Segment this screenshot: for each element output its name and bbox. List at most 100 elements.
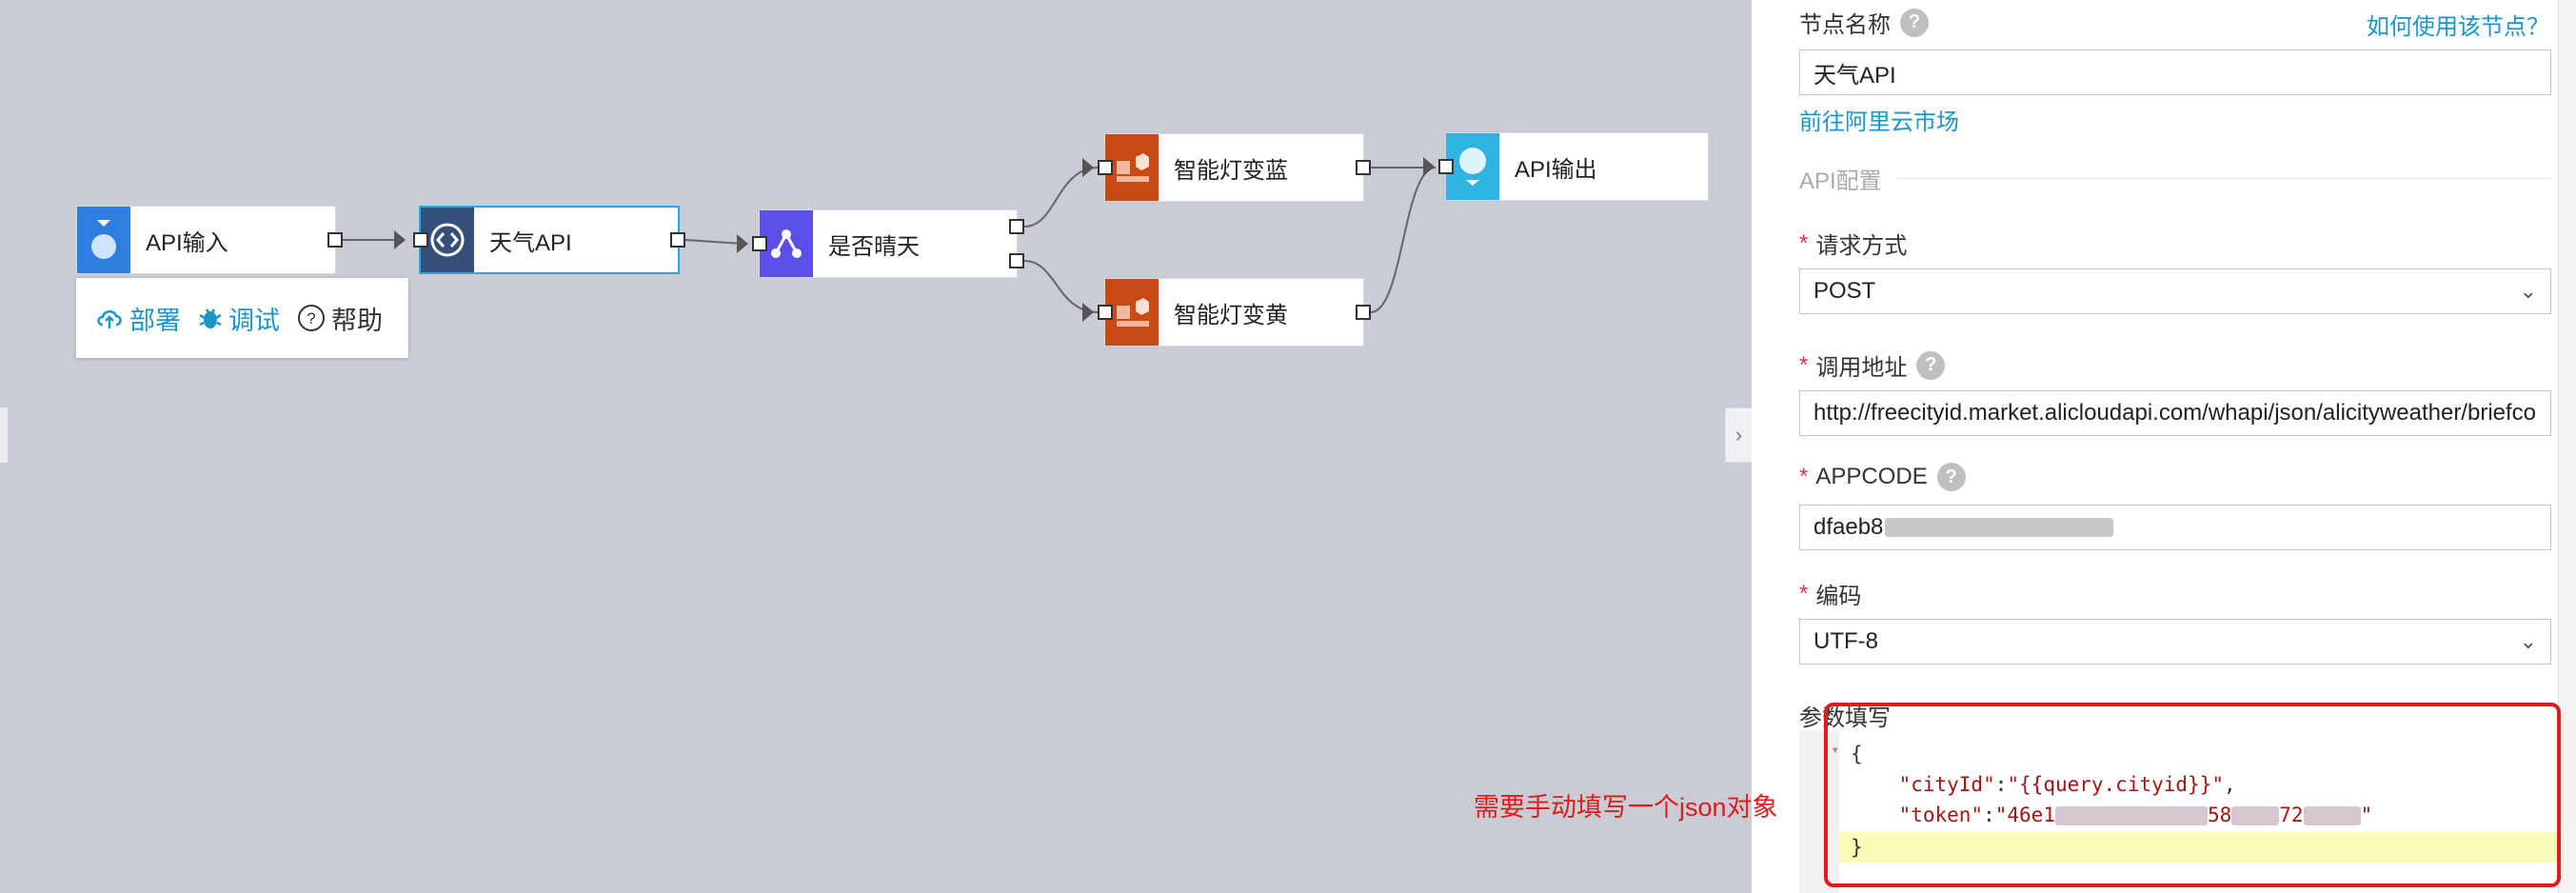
params-label: 参数填写	[1799, 705, 1891, 731]
svg-text:?: ?	[307, 309, 315, 327]
json-value-mid2: 72	[2279, 804, 2304, 826]
appcode-visible-text: dfaeb8	[1813, 514, 1884, 540]
required-asterisk: *	[1799, 351, 1809, 378]
input-port[interactable]	[1438, 159, 1454, 174]
node-config-panel: 节点名称 ? 如何使用该节点？ 天气API 前往阿里云市场 API配置 * 请求…	[1752, 0, 2576, 893]
json-value-end: "	[2360, 804, 2373, 826]
bug-icon	[199, 308, 222, 328]
node-label: 天气API	[489, 229, 572, 256]
how-to-use-link[interactable]: 如何使用该节点？	[2367, 14, 2549, 40]
request-method-select[interactable]: POST ⌄	[1799, 268, 2551, 314]
help-question-icon[interactable]: ?	[1936, 463, 1966, 491]
input-port[interactable]	[752, 236, 767, 251]
code-line-2: "cityId":"{{query.cityid}}",	[1898, 773, 2236, 796]
node-label: API输入	[146, 229, 228, 256]
debug-button[interactable]: 调试	[198, 300, 280, 337]
output-port[interactable]	[327, 232, 343, 248]
encoding-select[interactable]: UTF-8 ⌄	[1799, 619, 2551, 665]
redacted-text	[1885, 518, 2114, 537]
node-api-input[interactable]: API输入	[76, 206, 343, 274]
help-question-icon[interactable]: ?	[1916, 350, 1946, 380]
output-port[interactable]	[1356, 305, 1371, 320]
json-value: "{{query.cityid}}"	[2007, 773, 2224, 796]
collapse-panel-button[interactable]: ›	[1725, 407, 1752, 463]
output-port-false[interactable]	[1009, 253, 1024, 268]
node-light-blue[interactable]: 智能灯变蓝	[1082, 133, 1371, 202]
redacted-text	[2054, 806, 2208, 825]
panel-scrollbar[interactable]	[2558, 0, 2576, 893]
section-divider	[1896, 178, 2551, 179]
required-asterisk: *	[1799, 464, 1809, 489]
input-icon	[77, 207, 130, 273]
node-is-sunny[interactable]: 是否晴天	[737, 209, 1024, 278]
encoding-value: UTF-8	[1813, 628, 1878, 654]
json-key: "cityId"	[1898, 773, 1995, 796]
code-text: {	[1851, 743, 1863, 765]
help-icon: ?	[298, 305, 325, 331]
request-method-label: 请求方式	[1815, 233, 1908, 259]
url-label: 调用地址	[1815, 355, 1908, 381]
appcode-label: APPCODE	[1815, 464, 1928, 489]
deploy-button[interactable]: 部署	[95, 300, 181, 337]
params-code-editor[interactable]: ▾ { "cityId":"{{query.cityid}}", "token"…	[1799, 731, 2566, 893]
left-panel-handle[interactable]	[0, 407, 8, 463]
input-arrow	[394, 230, 406, 249]
input-port[interactable]	[1098, 160, 1113, 175]
cloud-upload-icon	[97, 310, 122, 328]
node-light-yellow[interactable]: 智能灯变黄	[1082, 278, 1371, 347]
node-label: 智能灯变蓝	[1174, 157, 1288, 184]
help-button[interactable]: ? 帮助	[297, 300, 383, 337]
input-arrow	[1082, 158, 1094, 177]
aliyun-market-link[interactable]: 前往阿里云市场	[1799, 109, 1959, 135]
output-icon	[1446, 133, 1499, 200]
output-port[interactable]	[670, 232, 685, 248]
node-name-label: 节点名称	[1799, 12, 1891, 38]
redacted-text	[2303, 806, 2361, 825]
json-key: "token"	[1898, 804, 1984, 826]
smart-light-icon	[1105, 134, 1159, 201]
deploy-label: 部署	[129, 306, 181, 335]
node-name-label-row: 节点名称 ?	[1799, 6, 1929, 39]
url-input[interactable]: http://freecityid.market.alicloudapi.com…	[1799, 390, 2551, 436]
json-value-mid: 58	[2207, 804, 2232, 826]
input-arrow	[737, 234, 748, 253]
code-line-4: }	[1839, 832, 2566, 863]
input-port[interactable]	[413, 232, 428, 248]
smart-light-icon	[1105, 279, 1159, 346]
help-label: 帮助	[331, 306, 383, 335]
encoding-label-row: * 编码	[1799, 577, 1861, 610]
highlight-box	[1824, 703, 2561, 887]
help-question-icon[interactable]: ?	[1900, 8, 1929, 37]
output-port-true[interactable]	[1009, 219, 1024, 234]
required-asterisk: *	[1799, 580, 1809, 606]
encoding-label: 编码	[1815, 584, 1862, 609]
node-weather-api[interactable]: 天气API	[394, 206, 685, 274]
api-icon	[421, 208, 474, 272]
chevron-down-icon: ⌄	[2519, 629, 2537, 653]
json-value-start: "46e1	[1994, 804, 2055, 826]
node-name-input[interactable]: 天气API	[1799, 50, 2551, 95]
fold-marker: ▾	[1831, 743, 1839, 758]
annotation-text: 需要手动填写一个json对象	[1474, 793, 1778, 822]
input-arrow	[1082, 303, 1094, 322]
node-api-output[interactable]: API输出	[1423, 132, 1709, 201]
input-port[interactable]	[1098, 305, 1113, 320]
required-asterisk: *	[1799, 229, 1809, 256]
node-toolbar: 部署 调试 ? 帮助	[76, 278, 408, 358]
api-config-section: API配置	[1799, 162, 2551, 195]
node-label: API输出	[1515, 156, 1597, 183]
redacted-text	[2231, 806, 2280, 825]
flow-canvas[interactable]: API输入 天气API 是否晴天 智能灯变蓝 智能灯变黄	[0, 0, 1752, 893]
appcode-label-row: * APPCODE ?	[1799, 463, 1966, 491]
chevron-right-icon: ›	[1734, 423, 1743, 446]
params-label-row: 参数填写	[1799, 699, 1891, 732]
code-text: }	[1851, 836, 1863, 859]
input-arrow	[1423, 157, 1435, 176]
output-port[interactable]	[1356, 160, 1371, 175]
appcode-input[interactable]: dfaeb8	[1799, 505, 2551, 550]
node-label: 智能灯变黄	[1174, 302, 1288, 328]
section-title: API配置	[1799, 169, 1882, 194]
debug-label: 调试	[228, 306, 280, 335]
branch-icon	[760, 210, 813, 277]
